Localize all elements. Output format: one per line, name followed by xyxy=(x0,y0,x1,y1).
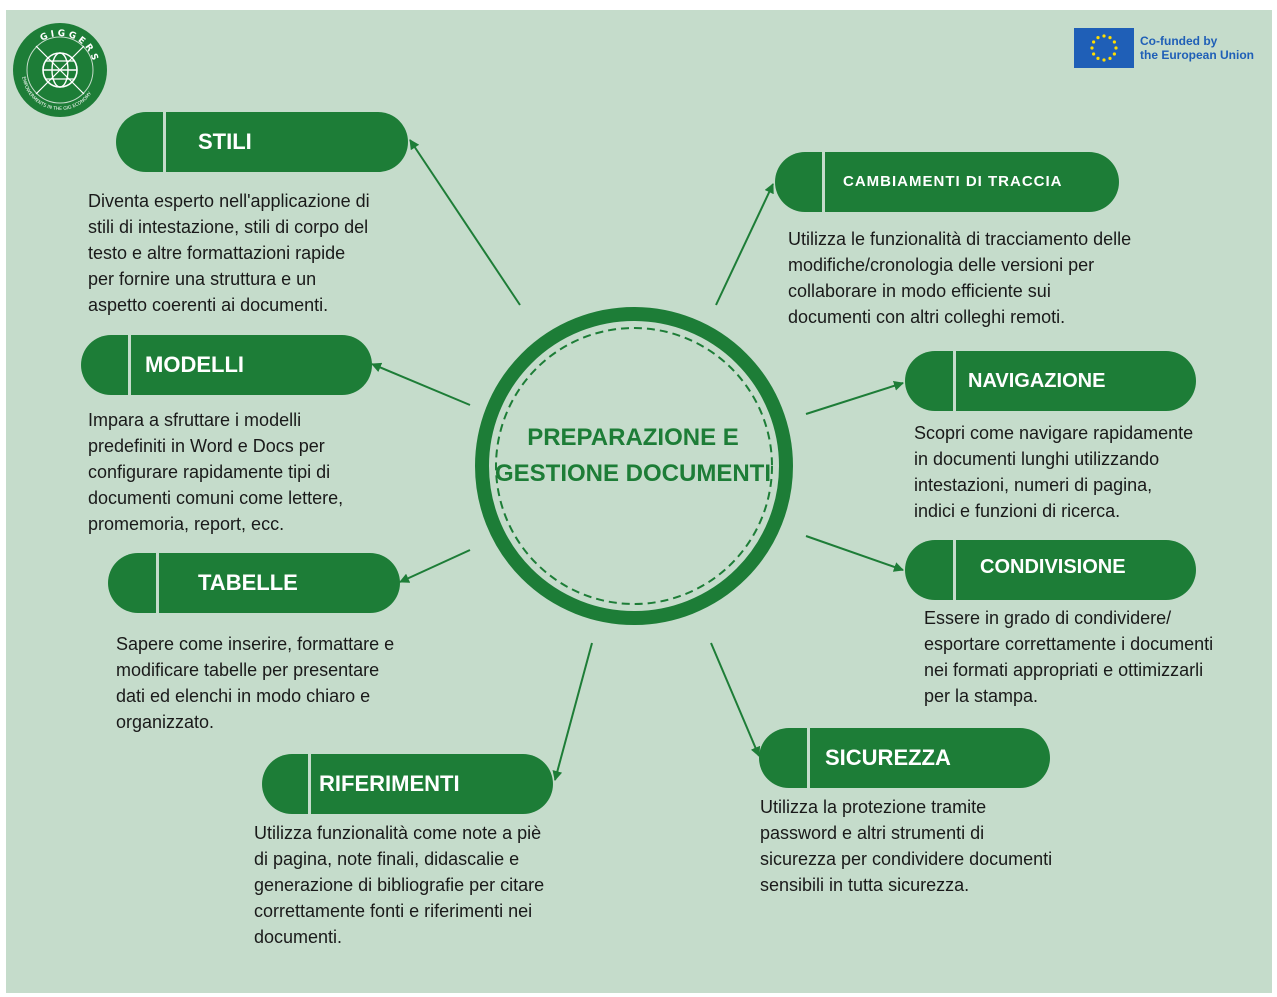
topic-cambiamenti-title: CAMBIAMENTI DI TRACCIA xyxy=(843,173,1063,190)
hub-title-line-1: PREPARAZIONE E xyxy=(527,424,739,451)
eu-star-icon xyxy=(1096,36,1100,40)
topic-tabelle-title: TABELLE xyxy=(198,570,298,595)
topic-stili-header: STILI xyxy=(116,112,408,172)
topic-cambiamenti-description: Utilizza le funzionalità di tracciamento… xyxy=(788,229,1132,327)
eu-star-icon xyxy=(1108,36,1112,40)
arrow-condivisione xyxy=(805,535,904,572)
hub-title-line-2: GESTIONE DOCUMENTI xyxy=(494,460,771,487)
topic-navigazione-header: NAVIGAZIONE xyxy=(905,351,1196,411)
eu-star-icon xyxy=(1090,46,1094,50)
topic-cambiamenti-header: CAMBIAMENTI DI TRACCIA xyxy=(775,152,1119,212)
hub-outer-ring xyxy=(475,307,793,625)
eu-line-2: the European Union xyxy=(1140,48,1254,62)
topic-condivisione-title: CONDIVISIONE xyxy=(980,556,1126,578)
topic-riferimenti-description: Utilizza funzionalità come note a piè di… xyxy=(254,823,545,947)
arrow-modelli xyxy=(371,362,471,406)
topic-navigazione-title: NAVIGAZIONE xyxy=(968,370,1106,392)
hub-title: PREPARAZIONE E GESTIONE DOCUMENTI xyxy=(473,420,793,492)
eu-star-icon xyxy=(1108,56,1112,60)
arrow-cambiamenti xyxy=(715,183,774,306)
eu-line-1: Co-funded by xyxy=(1140,34,1218,48)
eu-star-icon xyxy=(1112,52,1116,56)
topic-sicurezza-title: SICUREZZA xyxy=(825,745,951,770)
topic-tabelle-header: TABELLE xyxy=(108,553,400,613)
arrow-navigazione xyxy=(805,380,904,415)
eu-flag xyxy=(1074,28,1134,68)
topic-stili-title: STILI xyxy=(198,129,252,154)
eu-star-icon xyxy=(1102,58,1106,62)
topic-sicurezza-header: SICUREZZA xyxy=(759,728,1050,788)
topic-navigazione-description: Scopri come navigare rapidamente in docu… xyxy=(914,423,1194,521)
eu-star-icon xyxy=(1092,52,1096,56)
giggers-logo: GIGGERS EMPOWERMENTS IN THE GIG ECONOMY xyxy=(13,23,107,117)
topic-riferimenti-title: RIFERIMENTI xyxy=(319,771,460,796)
topic-stili-description: Diventa esperto nell'applicazione di sti… xyxy=(88,191,370,315)
arrow-tabelle xyxy=(399,549,471,583)
eu-star-icon xyxy=(1096,56,1100,60)
arrow-sicurezza xyxy=(710,642,761,757)
eu-star-icon xyxy=(1112,40,1116,44)
topic-condivisione-header: CONDIVISIONE xyxy=(905,540,1196,600)
topic-modelli-description: Impara a sfruttare i modelli predefiniti… xyxy=(88,410,344,534)
topic-riferimenti-header: RIFERIMENTI xyxy=(262,754,553,814)
topic-modelli-header: MODELLI xyxy=(81,335,372,395)
hub-dashed-ring xyxy=(495,327,773,605)
arrow-stili xyxy=(409,139,521,306)
topic-condivisione-description: Essere in grado di condividere/ esportar… xyxy=(924,608,1214,706)
topic-sicurezza-description: Utilizza la protezione tramite password … xyxy=(760,797,1053,895)
topic-tabelle-description: Sapere come inserire, formattare e modif… xyxy=(116,634,395,732)
eu-funding-text: Co-funded by the European Union xyxy=(1140,34,1254,62)
eu-star-icon xyxy=(1102,34,1106,38)
arrow-riferimenti xyxy=(552,642,593,781)
eu-star-icon xyxy=(1114,46,1118,50)
eu-star-icon xyxy=(1092,40,1096,44)
topic-modelli-title: MODELLI xyxy=(145,352,244,377)
